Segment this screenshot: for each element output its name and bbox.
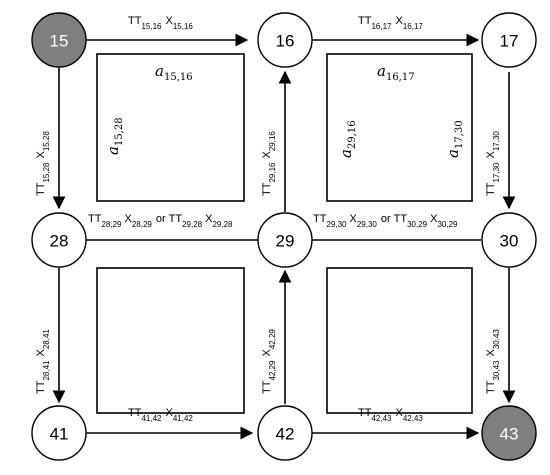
block-top-right — [326, 53, 473, 202]
svg-text:29: 29 — [276, 232, 295, 251]
node-41: 41 — [31, 405, 87, 461]
svg-text:41: 41 — [50, 425, 69, 444]
node-17: 17 — [481, 12, 537, 68]
block-bottom-right — [326, 267, 473, 414]
svg-text:17: 17 — [500, 32, 519, 51]
svg-text:28: 28 — [50, 232, 69, 251]
area-label-16-17: a16,17 — [377, 62, 415, 83]
node-16: 16 — [257, 12, 313, 68]
svg-text:43: 43 — [500, 425, 519, 444]
edge-label-30-43: TT30,43X30,43 — [485, 329, 501, 394]
svg-text:42: 42 — [276, 425, 295, 444]
area-label-15-16: a15,16 — [155, 62, 193, 83]
node-30: 30 — [481, 212, 537, 268]
node-15: 15 — [31, 12, 87, 68]
edge-label-42-29: TT42,29X42,29 — [261, 329, 277, 394]
edge-label-28-41: TT28,41X28,41 — [35, 329, 51, 394]
block-top-left — [96, 53, 245, 202]
area-label-29-16: a29,16 — [337, 120, 358, 158]
block-bottom-left — [96, 267, 245, 414]
svg-text:30: 30 — [500, 232, 519, 251]
svg-text:16: 16 — [276, 32, 295, 51]
area-label-17-30: a17,30 — [444, 120, 465, 158]
svg-text:15: 15 — [50, 32, 69, 51]
edge-label-17-30: TT17,30X17,30 — [485, 131, 501, 196]
edge-label-29-16: TT29,16X29,16 — [261, 131, 277, 196]
node-28: 28 — [31, 212, 87, 268]
area-label-15-28: a15,28 — [104, 117, 125, 155]
edge-label-15-28: TT15,28X15,28 — [35, 131, 51, 196]
node-42: 42 — [257, 405, 313, 461]
node-29: 29 — [257, 212, 313, 268]
node-43: 43 — [481, 405, 537, 461]
